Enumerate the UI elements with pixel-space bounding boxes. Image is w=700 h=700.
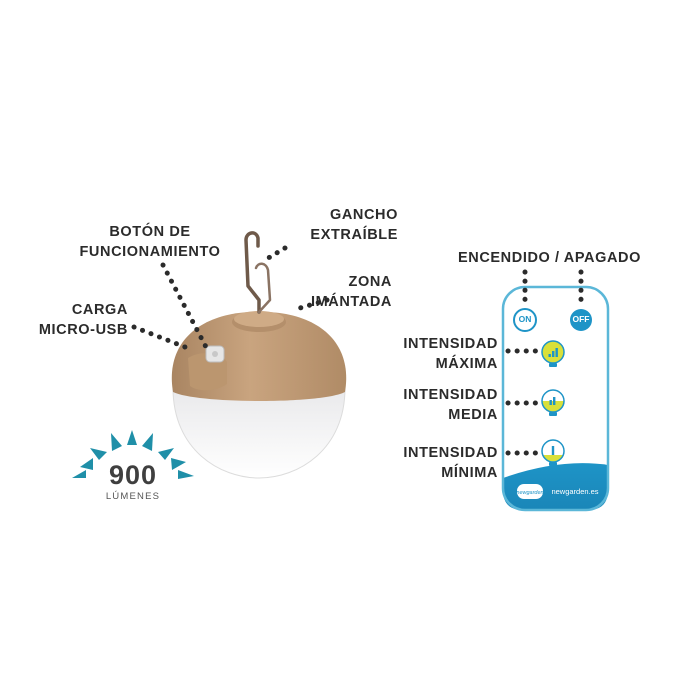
label-intensidad-maxima: INTENSIDAD MÁXIMA — [403, 336, 498, 372]
bulb-three-bars-icon[interactable] — [541, 340, 565, 367]
remote-control: newgarden — [501, 285, 610, 512]
label-encendido-apagado: ENCENDIDO / APAGADO — [458, 250, 641, 266]
label-intensidad-media: INTENSIDAD MEDIA — [403, 387, 498, 423]
remote-outline — [501, 285, 610, 512]
hook — [244, 231, 261, 314]
on-button[interactable] — [513, 308, 537, 332]
off-button-label: OFF — [572, 314, 590, 324]
new-garden-logo-icon: newgarden — [516, 484, 544, 499]
leader-lines-remote — [505, 269, 584, 456]
label-carga-micro-usb: CARGA MICRO-USB — [38, 302, 128, 338]
lamp — [171, 231, 347, 479]
on-button-label: ON — [518, 314, 532, 324]
label-intensidad-minima: INTENSIDAD MÍNIMA — [403, 445, 498, 481]
svg-text:newgarden: newgarden — [516, 490, 543, 496]
lamp-diffuser — [172, 387, 346, 479]
lumens-unit: LÚMENES — [105, 491, 161, 502]
leader-lines-lamp — [131, 245, 330, 352]
remote-brand-url: newgarden.es — [551, 487, 599, 496]
bulb-one-bar-icon[interactable] — [541, 439, 565, 466]
label-gancho-extraible: GANCHO EXTRAÍBLE — [310, 207, 398, 243]
label-zona-imantada: ZONA IMÁNTADA — [310, 274, 392, 310]
off-button[interactable] — [570, 309, 592, 331]
bulb-two-bars-icon[interactable] — [541, 389, 565, 416]
lumens-value: 900 — [108, 460, 158, 490]
label-boton-funcionamiento: BOTÓN DE FUNCIONAMIENTO — [79, 224, 221, 260]
sunburst-icon — [72, 430, 194, 479]
